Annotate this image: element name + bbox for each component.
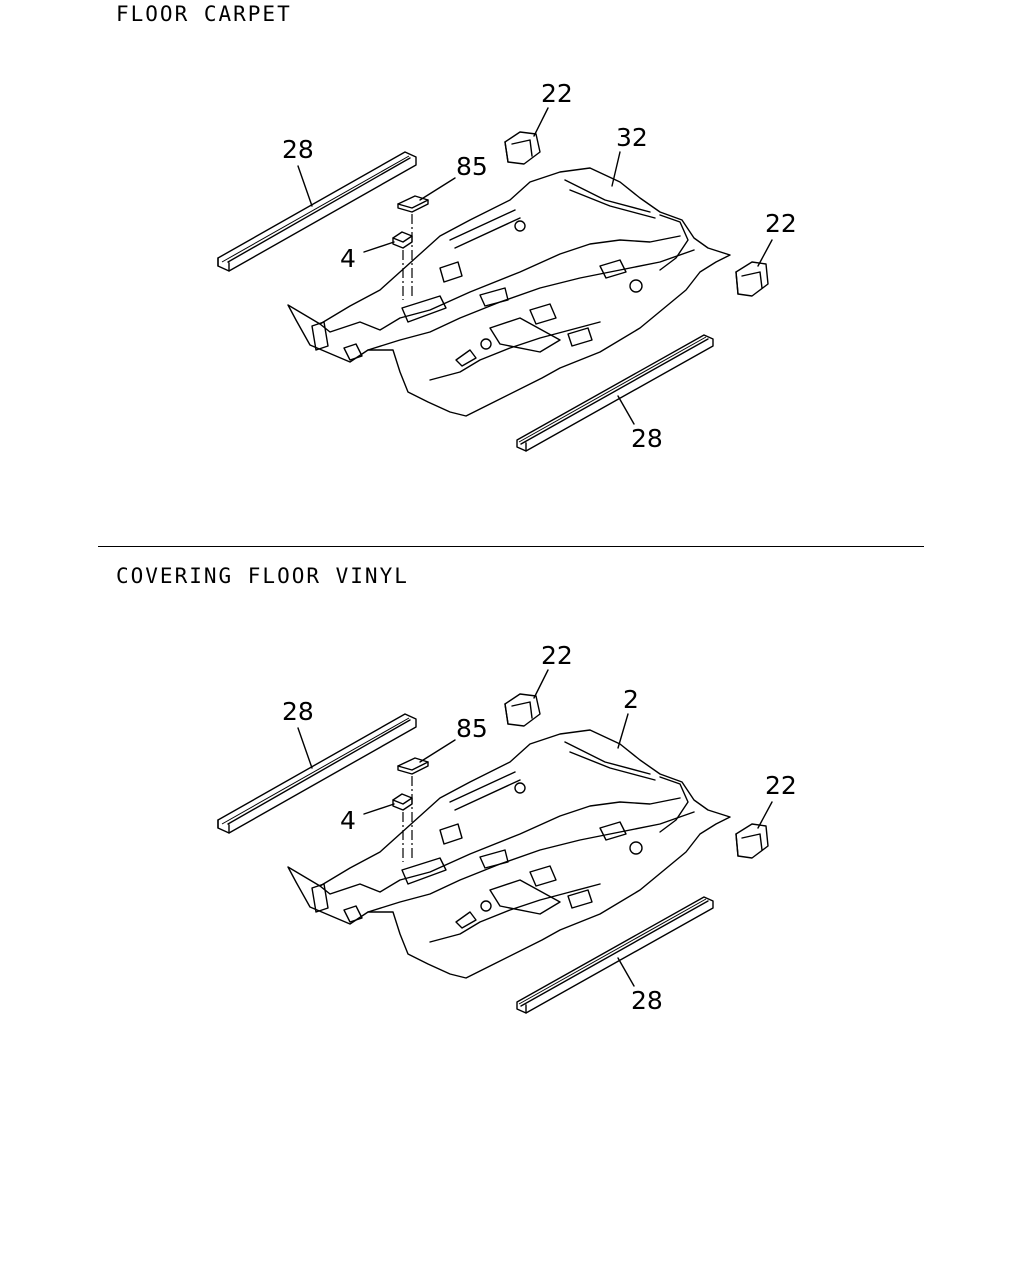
section-title-floor-carpet: FLOOR CARPET xyxy=(116,2,292,26)
callout-fastener: 4 xyxy=(340,806,356,835)
callout-pad: 85 xyxy=(456,152,488,181)
callout-clip-right: 22 xyxy=(765,209,797,238)
exploded-parts-drawing xyxy=(217,107,773,452)
section-title-covering-floor-vinyl: COVERING FLOOR VINYL xyxy=(116,564,409,588)
sill-plate-bottom xyxy=(516,334,714,452)
sill-plate-bottom xyxy=(516,896,714,1014)
callout-sill-top: 28 xyxy=(282,697,314,726)
callout-main-panel: 32 xyxy=(616,123,648,152)
callout-fastener: 4 xyxy=(340,244,356,273)
callout-sill-top: 28 xyxy=(282,135,314,164)
fastener xyxy=(392,793,413,811)
callout-clip-top: 22 xyxy=(541,641,573,670)
clip-right xyxy=(735,261,769,297)
clip-top xyxy=(504,131,541,165)
callout-pad: 85 xyxy=(456,714,488,743)
floor-panel xyxy=(287,729,731,979)
exploded-parts-drawing xyxy=(217,669,773,1014)
callout-sill-bottom: 28 xyxy=(631,424,663,453)
callout-clip-right: 22 xyxy=(765,771,797,800)
covering-floor-vinyl-diagram: 28 22 2 85 22 4 28 xyxy=(217,641,797,1015)
callout-main-panel: 2 xyxy=(623,685,639,714)
floor-panel xyxy=(287,167,731,417)
section-divider xyxy=(98,546,924,547)
callout-sill-bottom: 28 xyxy=(631,986,663,1015)
sill-plate-top xyxy=(217,151,417,272)
fastener xyxy=(392,231,413,249)
clip-top xyxy=(504,693,541,727)
sill-plate-top xyxy=(217,713,417,834)
callout-clip-top: 22 xyxy=(541,79,573,108)
clip-right xyxy=(735,823,769,859)
floor-carpet-diagram: 28 22 32 85 22 4 28 xyxy=(217,79,797,453)
